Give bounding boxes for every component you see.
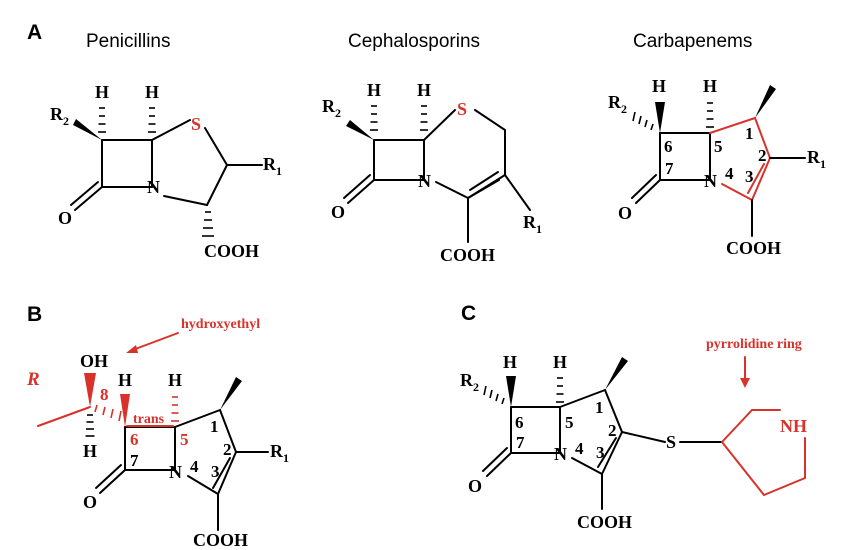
panel-c: C pyrrolidine ring (460, 302, 807, 532)
carb-h-left: H (652, 76, 666, 96)
b-num-7: 7 (130, 451, 139, 470)
carb-num-4: 4 (725, 164, 734, 183)
b-num-4: 4 (190, 457, 199, 476)
carbapenems-title: Carbapenems (633, 31, 752, 52)
penicillins-structure: Penicillins (50, 31, 282, 261)
carb-num-3: 3 (745, 167, 754, 186)
b-num-2: 2 (223, 440, 232, 459)
c-num-3: 3 (596, 443, 605, 462)
c-sulfur: S (666, 432, 676, 452)
pen-r2: R2 (50, 104, 69, 128)
penicillins-title: Penicillins (86, 31, 170, 52)
c-nitrogen: N (554, 444, 567, 464)
carb-num-6: 6 (664, 137, 673, 156)
b-h-c5: H (168, 370, 182, 390)
pen-h-right: H (145, 82, 159, 102)
b-num-8: 8 (100, 385, 109, 404)
b-oh: OH (80, 351, 108, 371)
panel-b: B hydroxyethyl (26, 303, 289, 550)
carb-nitrogen: N (704, 171, 717, 191)
cephalosporins-structure: Cephalosporins (322, 31, 542, 265)
b-nitrogen: N (169, 462, 182, 482)
panel-a-letter: A (27, 21, 42, 44)
carb-r2: R2 (608, 92, 627, 116)
b-r1: R1 (270, 441, 289, 465)
pen-h-left: H (95, 82, 109, 102)
ceph-h-right: H (417, 80, 431, 100)
pen-cooh: COOH (204, 241, 259, 261)
c-cooh: COOH (577, 512, 632, 532)
b-oxygen: O (83, 492, 97, 512)
panel-a: A Penicillins (27, 21, 826, 265)
b-num-5: 5 (180, 430, 189, 449)
carb-r1: R1 (807, 147, 826, 171)
b-h-c8: H (83, 441, 97, 461)
carb-num-1: 1 (745, 124, 754, 143)
ceph-nitrogen: N (418, 171, 431, 191)
panel-c-letter: C (461, 302, 476, 325)
b-r-configuration: R (26, 369, 40, 390)
carb-cooh: COOH (726, 238, 781, 258)
c-h-c5: H (553, 352, 567, 372)
ceph-oxygen: O (331, 202, 345, 222)
c-num-7: 7 (516, 433, 525, 452)
hydroxyethyl-label: hydroxyethyl (181, 317, 260, 332)
b-num-6: 6 (130, 430, 139, 449)
ceph-sulfur: S (457, 99, 467, 119)
b-trans-label: trans (133, 412, 165, 427)
carb-oxygen: O (618, 203, 632, 223)
c-num-2: 2 (608, 421, 617, 440)
pyrrolidine-label: pyrrolidine ring (706, 337, 802, 352)
pen-nitrogen: N (147, 177, 160, 197)
b-num-3: 3 (211, 462, 220, 481)
ceph-r1: R1 (523, 212, 542, 236)
ceph-h-left: H (367, 80, 381, 100)
b-cooh: COOH (193, 530, 248, 550)
b-h-c6: H (118, 370, 132, 390)
c-nh: NH (780, 416, 807, 436)
c-num-4: 4 (575, 439, 584, 458)
pen-r1: R1 (263, 154, 282, 178)
ceph-r2: R2 (322, 96, 341, 120)
panel-b-letter: B (27, 303, 42, 326)
carb-h-right: H (703, 76, 717, 96)
carb-num-7: 7 (665, 159, 674, 178)
c-oxygen: O (468, 476, 482, 496)
cephalosporins-title: Cephalosporins (348, 31, 480, 52)
ceph-cooh: COOH (440, 245, 495, 265)
c-h-c6: H (503, 352, 517, 372)
carb-num-5: 5 (714, 137, 723, 156)
pen-sulfur: S (191, 114, 201, 134)
carbapenems-structure: Carbapenems (608, 31, 826, 258)
carb-num-2: 2 (758, 146, 767, 165)
c-r2: R2 (460, 370, 479, 394)
pen-oxygen: O (58, 208, 72, 228)
c-num-5: 5 (565, 413, 574, 432)
b-num-1: 1 (210, 417, 219, 436)
c-num-1: 1 (595, 398, 604, 417)
c-num-6: 6 (515, 413, 524, 432)
